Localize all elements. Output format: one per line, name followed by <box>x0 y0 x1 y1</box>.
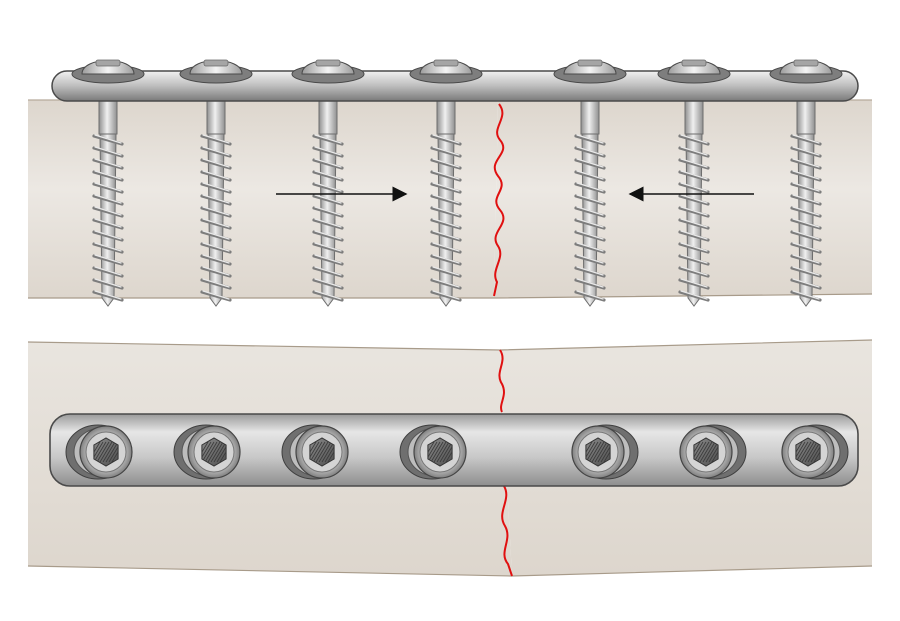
screw-core <box>685 133 703 307</box>
screw-thread <box>430 134 462 302</box>
screw-neck <box>436 99 456 135</box>
screw-neck <box>796 99 816 135</box>
screw-core <box>437 133 455 307</box>
screw-neck <box>318 99 338 135</box>
side-view <box>28 59 873 307</box>
screw-thread <box>92 134 124 302</box>
top-screws <box>65 424 849 480</box>
screw-neck <box>98 99 118 135</box>
screw-head-socket <box>793 59 819 67</box>
screw-top-6 <box>679 424 747 480</box>
screw-core <box>581 133 599 307</box>
screw-thread <box>200 134 232 302</box>
screw-thread-highlight <box>202 134 230 300</box>
screw-head-side-5 <box>553 59 627 84</box>
fracture-line-top-upper <box>498 349 505 413</box>
screw-top-5 <box>571 424 639 480</box>
hex-socket-hatch <box>795 441 821 463</box>
screw-head-side-4 <box>409 59 483 84</box>
side-screw-heads <box>71 59 843 84</box>
screw-neck <box>206 99 226 135</box>
screw-neck <box>580 99 600 135</box>
screw-thread <box>312 134 344 302</box>
screw-core <box>797 133 815 307</box>
screw-core <box>207 133 225 307</box>
screw-top-1 <box>65 424 133 480</box>
screw-top-7 <box>781 424 849 480</box>
bone-outline-bottom <box>28 293 873 299</box>
screw-head-side-3 <box>291 59 365 84</box>
screw-side-1 <box>92 99 124 307</box>
top-view <box>27 339 873 577</box>
screw-head-side-1 <box>71 59 145 84</box>
hex-socket-hatch <box>93 441 119 463</box>
screw-thread-highlight <box>792 134 820 300</box>
screw-side-5 <box>574 99 606 307</box>
screw-thread-highlight <box>314 134 342 300</box>
hex-socket-hatch <box>427 441 453 463</box>
screw-side-7 <box>790 99 822 307</box>
screw-side-3 <box>312 99 344 307</box>
screw-thread <box>790 134 822 302</box>
screw-neck <box>684 99 704 135</box>
screw-head-socket <box>95 59 121 67</box>
hex-socket-hatch <box>585 441 611 463</box>
screw-head-socket <box>203 59 229 67</box>
hex-socket-hatch <box>201 441 227 463</box>
screw-thread-highlight <box>432 134 460 300</box>
screw-side-6 <box>678 99 710 307</box>
screw-top-3 <box>281 424 349 480</box>
side-screws <box>92 99 822 307</box>
screw-head-socket <box>315 59 341 67</box>
screw-core <box>99 133 117 307</box>
screw-thread-highlight <box>576 134 604 300</box>
screw-top-4 <box>399 424 467 480</box>
screw-side-2 <box>200 99 232 307</box>
hex-socket-hatch <box>309 441 335 463</box>
screw-head-side-6 <box>657 59 731 84</box>
screw-core <box>319 133 337 307</box>
screw-top-2 <box>173 424 241 480</box>
screw-head-side-7 <box>769 59 843 84</box>
fracture-line-top-lower <box>501 485 513 577</box>
screw-head-socket <box>577 59 603 67</box>
hex-socket-hatch <box>693 441 719 463</box>
bone-segment-left-side <box>28 100 498 298</box>
fracture-line-side <box>493 103 505 297</box>
screw-thread <box>574 134 606 302</box>
screw-thread-highlight <box>94 134 122 300</box>
screw-head-socket <box>433 59 459 67</box>
screw-head-side-2 <box>179 59 253 84</box>
screw-side-4 <box>430 99 462 307</box>
screw-thread <box>678 134 710 302</box>
screw-thread-highlight <box>680 134 708 300</box>
screw-head-socket <box>681 59 707 67</box>
